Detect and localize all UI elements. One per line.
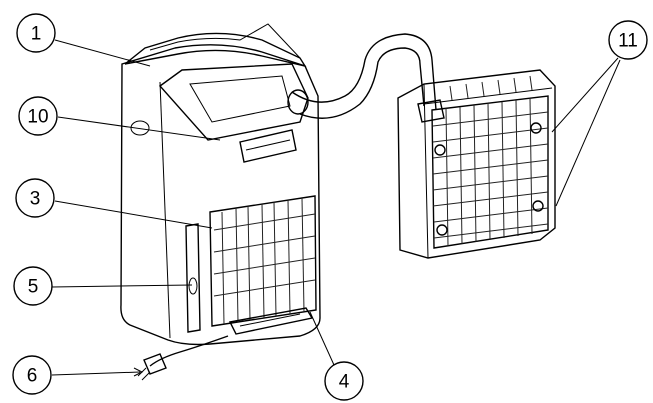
main-unit-body — [120, 44, 321, 346]
main-unit-side-edge — [159, 81, 171, 339]
power-plug — [143, 353, 167, 375]
callout-4: 4 — [324, 361, 364, 401]
callout-10-label: 10 — [27, 107, 48, 128]
leader-line-5 — [51, 284, 193, 288]
side-knob — [130, 120, 150, 136]
leader-line-1 — [54, 39, 151, 67]
mounting-screw — [530, 122, 542, 134]
mounting-screw — [532, 200, 544, 212]
power-cord — [149, 335, 229, 367]
callout-3: 3 — [15, 178, 55, 218]
leader-line-3 — [54, 200, 213, 229]
callout-1-label: 1 — [31, 24, 42, 45]
callout-10: 10 — [18, 96, 58, 136]
mounting-screw — [436, 224, 448, 236]
leader-line-10 — [57, 116, 221, 141]
leader-line-11b — [555, 59, 621, 207]
control-panel-display — [189, 75, 291, 123]
callout-4-label: 4 — [339, 372, 350, 393]
leader-line-4 — [309, 311, 335, 366]
leader-lines — [51, 39, 621, 377]
leader-line-6-arrow — [133, 367, 144, 377]
exhaust-unit-body — [397, 69, 556, 259]
top-cover-ridge — [149, 23, 301, 59]
exhaust-unit-front-grille — [431, 95, 549, 249]
hose-connector-main — [287, 89, 309, 115]
callout-5-label: 5 — [28, 277, 39, 298]
intake-grille — [209, 195, 317, 327]
mounting-screw — [434, 144, 446, 156]
main-unit — [120, 23, 321, 381]
drain-tray — [228, 307, 314, 335]
intake-grille-slats — [213, 197, 316, 325]
exhaust-hose — [287, 33, 437, 119]
callout-5: 5 — [13, 266, 53, 306]
control-panel — [158, 63, 309, 141]
callout-11: 11 — [608, 20, 648, 60]
callout-3-label: 3 — [30, 189, 41, 210]
callout-6: 6 — [12, 355, 52, 395]
callout-6-label: 6 — [27, 366, 38, 387]
exhaust-unit — [397, 69, 556, 259]
carry-handle — [239, 129, 297, 163]
callout-1: 1 — [16, 13, 56, 53]
hose-connector-exhaust — [417, 99, 445, 123]
leader-line-6 — [51, 371, 141, 376]
exhaust-unit-top-slots — [449, 75, 533, 101]
callout-11-label: 11 — [618, 31, 638, 52]
leader-line-11a — [551, 57, 619, 133]
